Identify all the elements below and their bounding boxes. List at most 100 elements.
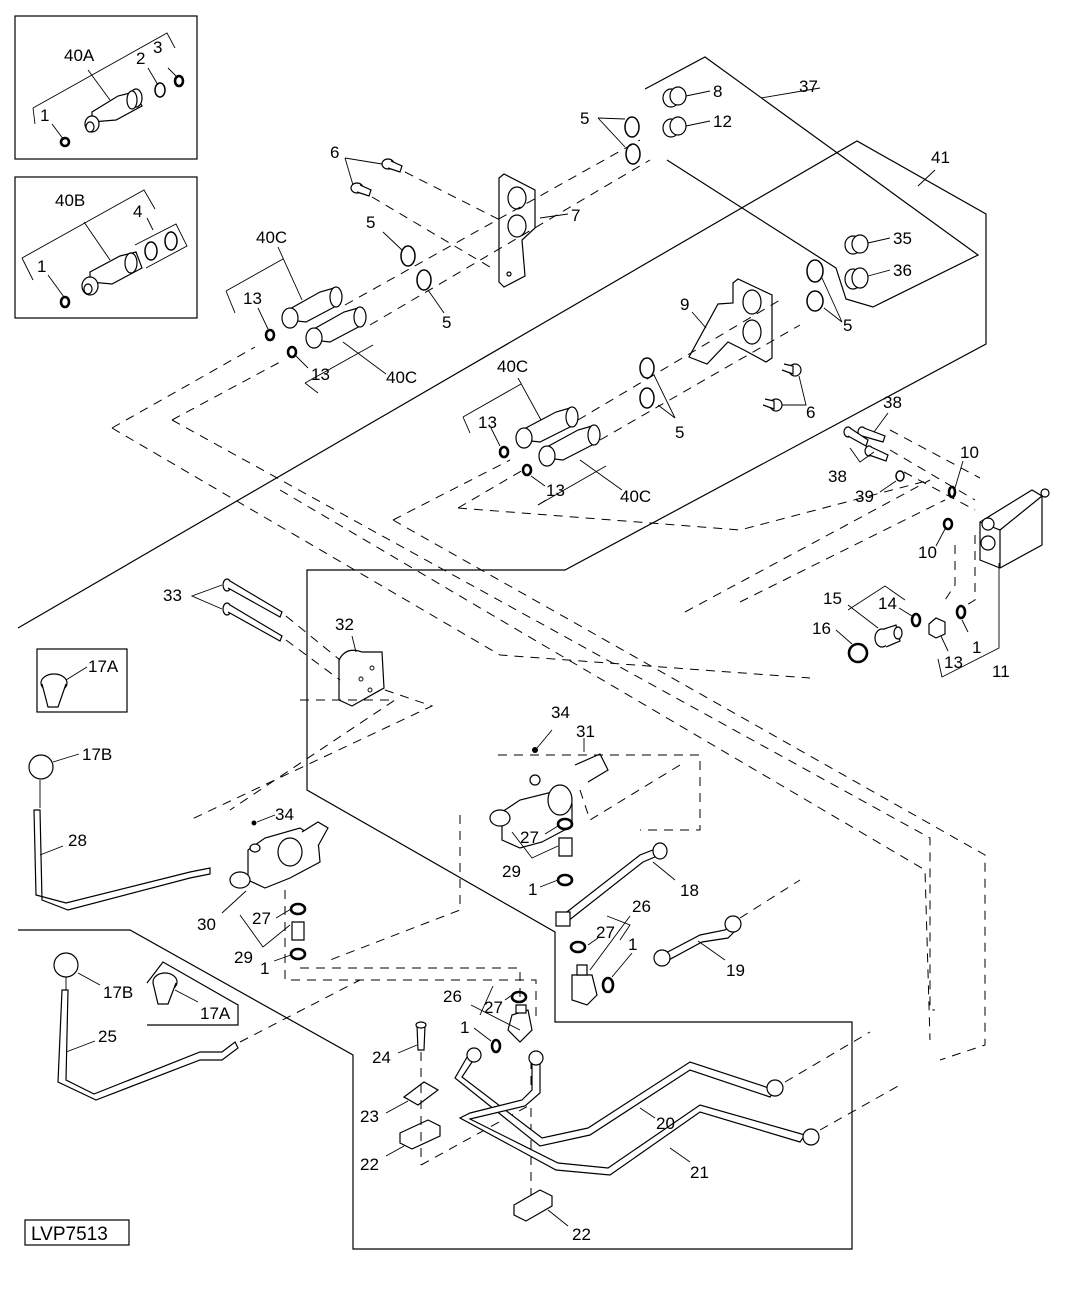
fitting-35-icon [844,234,869,255]
clip-ring-icon [416,269,432,291]
o-ring-icon [569,940,587,954]
bracket-9-icon [688,278,773,365]
lever-28-icon [33,780,211,911]
callout-20: 20 [656,1114,675,1133]
callout-30: 30 [197,915,216,934]
callout-21: 21 [690,1163,709,1182]
o-ring-icon [601,976,615,994]
o-ring-icon [498,445,510,459]
clip-ring-icon [639,357,655,379]
elbow-26-icon [571,964,598,1006]
callout-19: 19 [726,961,745,980]
elbow-26-icon [507,1004,533,1043]
callout-22: 22 [360,1155,379,1174]
clip-ring-icon [806,290,824,312]
callout-37: 37 [799,77,818,96]
callout-33: 33 [163,586,182,605]
callout-13: 13 [478,413,497,432]
callout-17B: 17B [103,983,133,1002]
bolt-33-icon [222,578,283,618]
group-outline-41 [17,140,987,1250]
bolt-38-icon [843,426,869,447]
callout-38: 38 [828,467,847,486]
callout-27: 27 [484,998,503,1017]
coupler-40C-icon [515,406,579,449]
callout-1: 1 [628,935,637,954]
bolt-33-icon [222,602,283,642]
callout-15: 15 [823,589,842,608]
callout-4: 4 [133,202,142,221]
callout-32: 32 [335,615,354,634]
callout-11: 11 [992,662,1010,681]
clip-ring-icon [806,259,824,283]
tube-20-icon [454,1047,784,1147]
fitting-29-icon [558,837,573,857]
callout-24: 24 [372,1048,391,1067]
callout-13: 13 [546,481,565,500]
screw-24-icon [415,1021,427,1051]
o-ring-16-icon [847,642,869,664]
callout-5: 5 [675,423,684,442]
o-ring-icon [59,136,71,148]
callout-40B: 40B [55,191,85,210]
callout-5: 5 [442,313,451,332]
callout-34: 34 [275,805,294,824]
callout-26: 26 [632,897,651,916]
o-ring-icon [510,990,528,1004]
plug-13-icon [928,617,946,639]
callout-1: 1 [528,880,537,899]
manifold-11-icon [979,488,1050,569]
fitting-15-icon [874,624,903,648]
callout-6: 6 [806,403,815,422]
coupler-40C-icon [538,424,601,467]
bracket-7-icon [498,173,536,288]
bolt-icon [350,182,372,197]
bolt-icon [781,363,802,377]
inset-17A-2: 17A [146,961,239,1026]
callout-27: 27 [596,923,615,942]
coupler-40B-icon [81,251,143,296]
callout-17B: 17B [82,745,112,764]
group-outline-37 [644,56,980,308]
figure-id-box: LVP7513 [24,1219,130,1246]
o-ring-icon [144,241,158,261]
tube-21-icon [458,1050,820,1176]
o-ring-icon [490,1038,502,1054]
callout-40C: 40C [620,487,651,506]
clamp-block-22-icon [399,1119,441,1150]
inset-17A: 17A [36,648,128,713]
callout-10: 10 [918,543,937,562]
cover-32-icon [338,649,385,707]
callout-7: 7 [571,206,580,225]
callout-6: 6 [330,143,339,162]
o-ring-icon [59,295,71,309]
valve-30-icon [229,821,329,889]
coupler-40C-icon [281,286,343,329]
o-ring-icon [521,463,533,477]
o-ring-icon [154,82,166,98]
tube-19-icon [653,915,742,967]
knob-17B-icon [28,754,54,780]
o-ring-14-icon [910,612,922,628]
callout-18: 18 [680,881,699,900]
bolt-38-icon [864,445,889,462]
o-ring-icon [264,328,276,342]
callout-17A: 17A [88,657,119,676]
inset-40B: 40B 4 1 [14,176,198,319]
callout-40C: 40C [256,228,287,247]
callout-28: 28 [68,831,87,850]
callout-38: 38 [883,393,902,412]
clip-ring-icon [624,116,640,138]
figure-id: LVP7513 [31,1224,108,1245]
fitting-29-icon [291,921,305,941]
callout-23: 23 [360,1107,379,1126]
callout-1: 1 [972,638,981,657]
callout-1: 1 [37,257,46,276]
callout-1: 1 [460,1018,469,1037]
callout-1: 1 [40,106,49,125]
o-ring-icon [289,947,307,961]
valve-31-icon [489,753,609,849]
lever-25-icon [57,977,239,1101]
callout-39: 39 [855,487,874,506]
